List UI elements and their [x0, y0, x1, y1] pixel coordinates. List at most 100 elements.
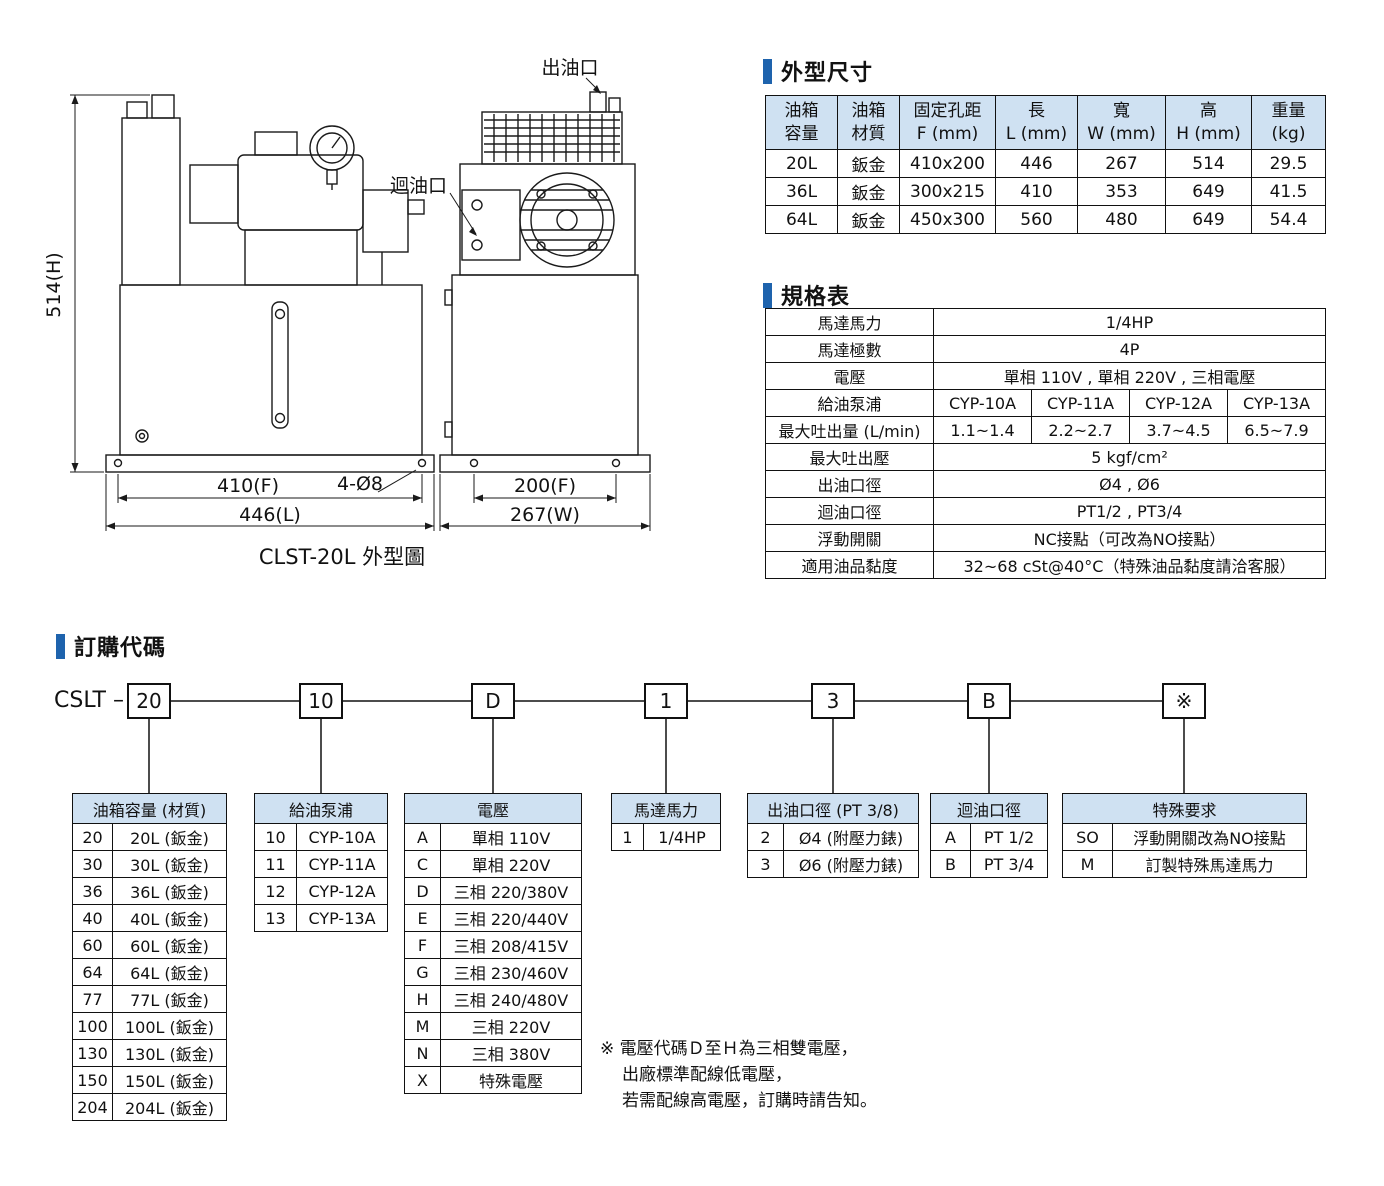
desc-cell: 三相 220V [440, 1012, 582, 1040]
pump-mount [244, 229, 358, 286]
desc-cell: CYP-12A [296, 877, 388, 905]
code-row: X 特殊電壓 [404, 1066, 582, 1094]
dimension-lines [70, 77, 651, 531]
dim-header-cell: 固定孔距 F (mm) [899, 95, 996, 150]
code-row: 12 CYP-12A [254, 877, 388, 905]
desc-cell: PT 3/4 [970, 850, 1048, 878]
desc-cell: 100L (鈑金) [112, 1012, 227, 1040]
special-code-table: 特殊要求 SO 浮動開關改為NO接點 M 訂製特殊馬達馬力 [1062, 793, 1307, 878]
code-cell: A [404, 823, 441, 851]
code-row: 150 150L (鈑金) [72, 1066, 227, 1094]
dim-cell: 300x215 [899, 177, 996, 206]
order-section-title: 訂購代碼 [74, 636, 167, 661]
spec-label: 馬達馬力 [765, 308, 934, 336]
level-gauge [271, 301, 289, 429]
outlet-table-title: 出油口徑 (PT 3/8) [747, 793, 919, 824]
spec-value: CYP-11A [1031, 389, 1130, 417]
desc-cell: 36L (鈑金) [112, 877, 227, 905]
drawing-shapes [105, 91, 651, 473]
code-cell: 1 [611, 823, 644, 851]
outlet-port-label: 出油口 [541, 57, 598, 79]
code-row: 77 77L (鈑金) [72, 985, 227, 1013]
code-cell: G [404, 958, 441, 986]
front-f-dim-label: 410(F) [217, 475, 279, 497]
dim-cell: 鈑金 [837, 205, 900, 234]
desc-cell: 1/4HP [643, 823, 721, 851]
code-cell: 11 [254, 850, 297, 878]
code-cell: 12 [254, 877, 297, 905]
spec-row: 適用油品黏度 32~68 cSt@40°C（特殊油品黏度請洽客服） [765, 551, 1326, 579]
code-cell: B [930, 850, 971, 878]
spec-value: 32~68 cSt@40°C（特殊油品黏度請洽客服） [933, 551, 1326, 579]
spec-value: 4P [933, 335, 1326, 363]
desc-cell: 77L (鈑金) [112, 985, 227, 1013]
section-bullet-icon [763, 58, 772, 84]
code-cell: F [404, 931, 441, 959]
dim-table-header-row: 油箱 容量 油箱 材質 固定孔距 F (mm) 長 L (mm) 寬 W (mm… [765, 95, 1326, 150]
note-line: 若需配線高電壓，訂購時請告知。 [622, 1091, 877, 1111]
fan-cover [519, 172, 615, 268]
desc-cell: PT 1/2 [970, 823, 1048, 851]
code-row: D 三相 220/380V [404, 877, 582, 905]
spec-label: 浮動開關 [765, 524, 934, 552]
return-table-title: 迴油口徑 [930, 793, 1048, 824]
motor-endbell [189, 164, 239, 224]
code-cell: H [404, 985, 441, 1013]
code-cell: A [930, 823, 971, 851]
spec-row: 給油泵浦 CYP-10A CYP-11A CYP-12A CYP-13A [765, 389, 1326, 417]
dim-cell: 267 [1077, 149, 1166, 178]
code-cell: M [404, 1012, 441, 1040]
spec-label: 出油口徑 [765, 470, 934, 498]
desc-cell: 訂製特殊馬達馬力 [1112, 850, 1307, 878]
code-cell: 13 [254, 904, 297, 932]
code-cell: 3 [747, 850, 784, 878]
spec-value: CYP-12A [1129, 389, 1228, 417]
code-row: 36 36L (鈑金) [72, 877, 227, 905]
spec-row: 馬達馬力 1/4HP [765, 308, 1326, 336]
spec-value: NC接點（可改為NO接點） [933, 524, 1326, 552]
section-bullet-icon [56, 633, 65, 659]
order-code-prefix: CSLT – [54, 688, 124, 713]
outlet-code-table: 出油口徑 (PT 3/8) 2 Ø4 (附壓力錶) 3 Ø6 (附壓力錶) [747, 793, 919, 878]
dim-cell: 480 [1077, 205, 1166, 234]
spec-label: 最大吐出量 (L/min) [765, 416, 934, 444]
code-cell: 64 [72, 958, 113, 986]
dim-cell: 514 [1165, 149, 1252, 178]
code-cell: 77 [72, 985, 113, 1013]
order-box-tank: 20 [127, 683, 171, 719]
spec-row: 電壓 單相 110V , 單相 220V , 三相電壓 [765, 362, 1326, 390]
code-row: 3 Ø6 (附壓力錶) [747, 850, 919, 878]
side-w-dim-label: 267(W) [510, 504, 580, 526]
dim-cell: 54.4 [1251, 205, 1326, 234]
code-cell: 204 [72, 1093, 113, 1121]
desc-cell: 60L (鈑金) [112, 931, 227, 959]
spec-value: 單相 110V , 單相 220V , 三相電壓 [933, 362, 1326, 390]
desc-cell: 單相 220V [440, 850, 582, 878]
dim-cell: 560 [995, 205, 1078, 234]
spec-row: 最大吐出壓 5 kgf/cm² [765, 443, 1326, 471]
desc-cell: Ø6 (附壓力錶) [783, 850, 919, 878]
code-row: 40 40L (鈑金) [72, 904, 227, 932]
desc-cell: Ø4 (附壓力錶) [783, 823, 919, 851]
code-row: 64 64L (鈑金) [72, 958, 227, 986]
dim-cell: 410x200 [899, 149, 996, 178]
motor-code-table: 馬達馬力 1 1/4HP [611, 793, 721, 851]
return-port-label: 迴油口 [390, 175, 447, 197]
dim-header-cell: 重量 (kg) [1251, 95, 1326, 150]
desc-cell: 特殊電壓 [440, 1066, 582, 1094]
spec-label: 給油泵浦 [765, 389, 934, 417]
code-row: N 三相 380V [404, 1039, 582, 1067]
spec-row: 馬達極數 4P [765, 335, 1326, 363]
spec-value: 5 kgf/cm² [933, 443, 1326, 471]
code-row: B PT 3/4 [930, 850, 1048, 878]
side-base [439, 454, 651, 473]
voltage-note: ※ 電壓代碼Ｄ至Ｈ為三相雙電壓， 出廠標準配線低電壓， 若需配線高電壓，訂購時請… [600, 1036, 877, 1114]
desc-cell: 三相 230/460V [440, 958, 582, 986]
dim-cell: 鈑金 [837, 149, 900, 178]
spec-value: CYP-10A [933, 389, 1032, 417]
code-row: 10 CYP-10A [254, 823, 388, 851]
code-cell: E [404, 904, 441, 932]
desc-cell: 三相 380V [440, 1039, 582, 1067]
code-row: 30 30L (鈑金) [72, 850, 227, 878]
spec-value: Ø4 , Ø6 [933, 470, 1326, 498]
